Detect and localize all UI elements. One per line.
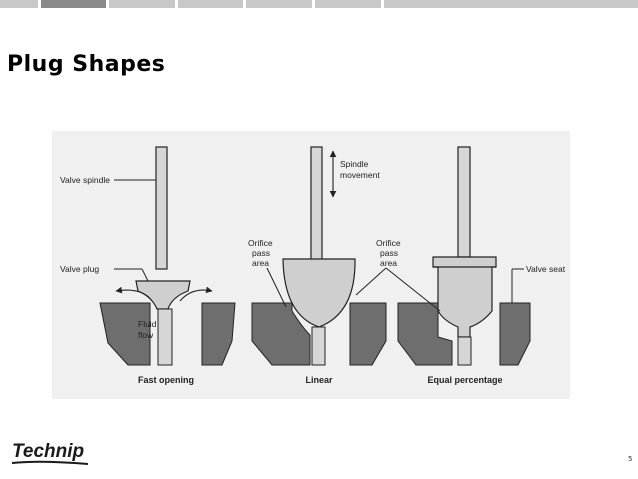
flow-arrow-left: [115, 286, 153, 302]
label-fluid-flow: flow: [138, 330, 154, 340]
valve-plug-leader: [141, 268, 149, 282]
spindle-lower: [457, 336, 472, 366]
top-bar-segment: [383, 0, 638, 8]
top-bar-segment: [40, 0, 107, 8]
valve-spindle: [457, 146, 471, 258]
label-orifice-pass-area-left: area: [252, 258, 269, 268]
top-bar-segment: [109, 0, 175, 8]
caption-linear: Linear: [305, 375, 333, 385]
valve-spindle: [155, 146, 168, 270]
valve-seat-right: [349, 302, 387, 366]
slide-title: Plug Shapes: [7, 52, 166, 77]
label-fluid-flow: Fluid: [138, 319, 157, 329]
label-orifice-pass-area-right: Orifice: [376, 238, 401, 248]
logo-underline: [11, 460, 89, 465]
top-bar-segment: [177, 0, 244, 8]
linear-valve: [251, 146, 387, 366]
spindle-lower: [157, 308, 173, 366]
label-spindle-movement: movement: [340, 170, 380, 180]
label-valve-seat: Valve seat: [526, 264, 566, 274]
valve-seat-left: [251, 302, 311, 366]
flow-arrow-right: [179, 286, 213, 302]
label-orifice-pass-area-left: Orifice: [248, 238, 273, 248]
top-decorative-bar: [0, 0, 638, 8]
valve-seat-right: [499, 302, 531, 366]
top-bar-segment: [315, 0, 381, 8]
technip-logo: Technip: [10, 438, 90, 474]
label-orifice-pass-area-left: pass: [252, 248, 270, 258]
valve-spindle: [310, 146, 323, 262]
label-spindle-movement: Spindle: [340, 159, 369, 169]
orifice-leader-left: [266, 267, 287, 308]
orifice-leader-right-1: [355, 267, 387, 296]
plug-shapes-diagram: Valve spindle Valve plug Fluid flow Spin…: [52, 131, 570, 399]
logo-text: Technip: [12, 441, 84, 462]
label-valve-plug: Valve plug: [60, 264, 99, 274]
page-number: 5: [628, 455, 633, 463]
valve-seat-left: [397, 302, 453, 366]
orifice-leader-right-2: [385, 267, 441, 312]
label-valve-spindle: Valve spindle: [60, 175, 110, 185]
label-orifice-pass-area-right: pass: [380, 248, 398, 258]
spindle-lower: [311, 326, 326, 366]
caption-equal-percentage: Equal percentage: [427, 375, 502, 385]
top-bar-segment: [246, 0, 313, 8]
caption-fast-opening: Fast opening: [138, 375, 194, 385]
label-orifice-pass-area-right: area: [380, 258, 397, 268]
top-bar-segment: [0, 0, 38, 8]
equal-percentage-valve: [385, 146, 531, 366]
valve-seat-right: [201, 302, 236, 366]
fast-opening-valve: [99, 146, 236, 366]
valve-seat-left: [99, 302, 151, 366]
